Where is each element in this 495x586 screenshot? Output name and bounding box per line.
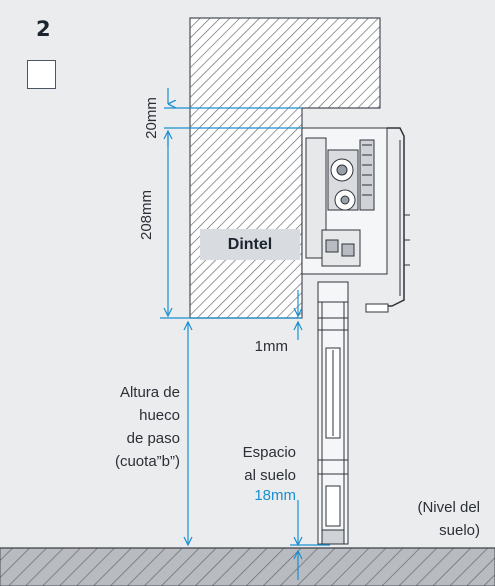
step-checkbox[interactable]: [27, 60, 56, 89]
dim-208mm-label: 208mm: [138, 189, 155, 241]
espacio-label-line-2: al suelo: [244, 467, 296, 484]
nivel-label-line-2: suelo): [439, 522, 480, 539]
dintel-label: Dintel: [200, 229, 300, 260]
dim-20mm-label: 20mm: [143, 97, 160, 139]
nivel-label-line-1: (Nivel del: [417, 499, 480, 516]
door-header-mechanism: [301, 127, 410, 313]
altura-label-line-2: hueco: [139, 407, 180, 424]
dim-18mm-label: 18mm: [254, 487, 296, 504]
floor: [0, 547, 495, 586]
espacio-label-line-1: Espacio: [242, 444, 296, 461]
dimension-lines: [160, 88, 330, 580]
altura-label-line-1: Altura de: [119, 384, 180, 401]
step-number: 2: [36, 17, 51, 41]
dim-1mm-label: 1mm: [254, 338, 288, 355]
altura-label-line-3: de paso: [126, 430, 180, 447]
door-leaf: [317, 281, 349, 545]
altura-label-line-4: (cuota”b”): [114, 453, 180, 470]
